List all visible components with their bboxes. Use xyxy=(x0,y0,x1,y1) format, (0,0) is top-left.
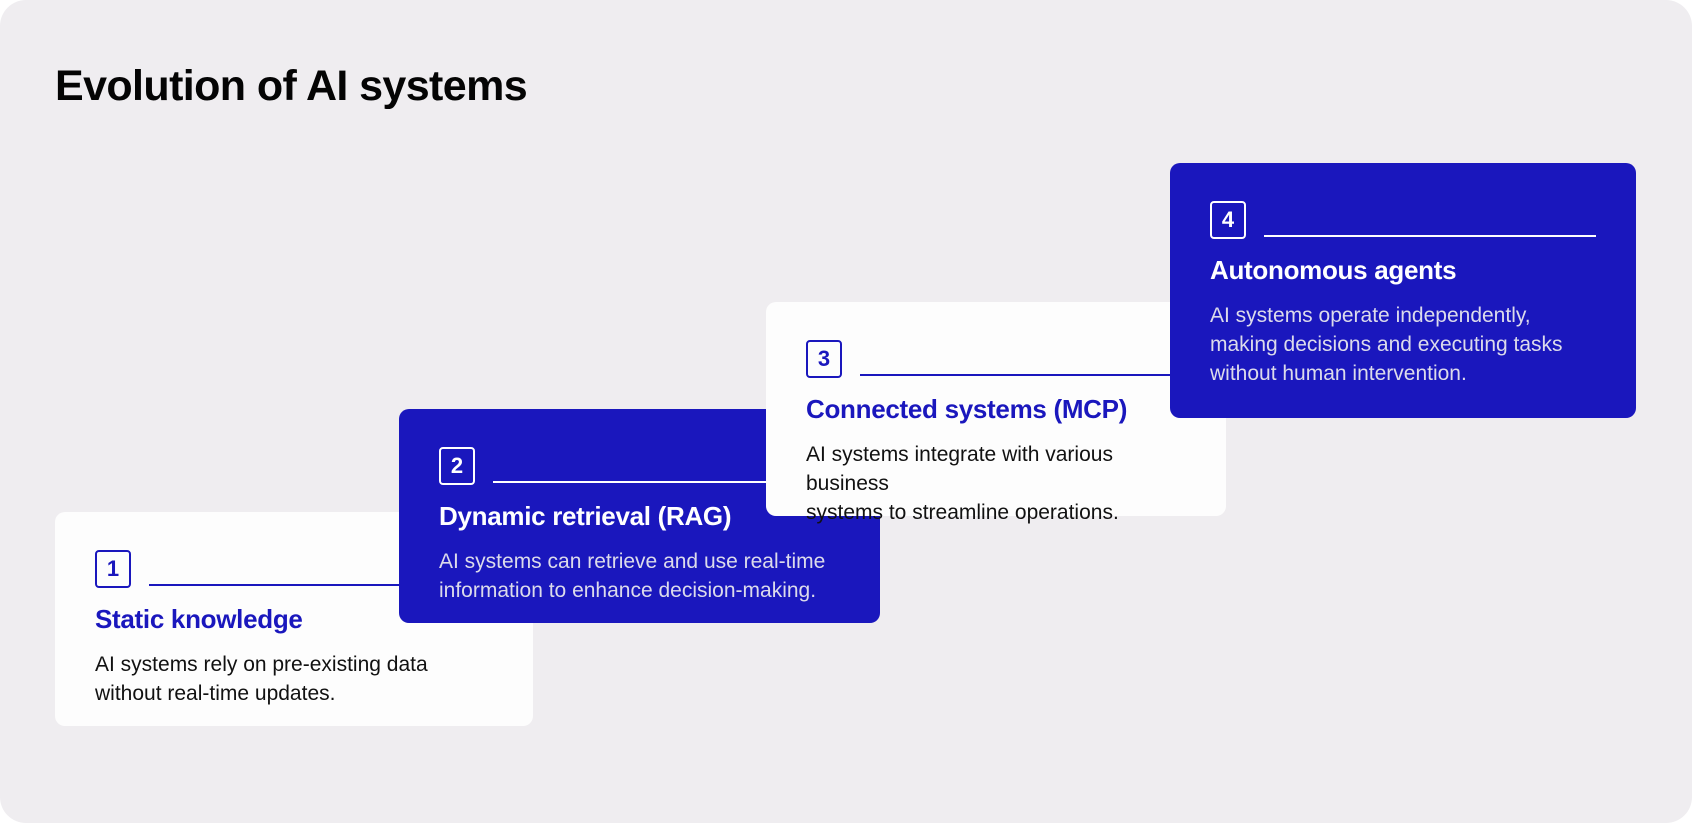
divider-rule xyxy=(149,584,493,586)
divider-rule xyxy=(493,481,840,483)
divider-rule xyxy=(1264,235,1596,237)
stage-number-badge: 1 xyxy=(95,550,131,588)
page-title: Evolution of AI systems xyxy=(55,62,528,110)
stage-card-3[interactable]: 3 Connected systems (MCP) AI systems int… xyxy=(766,302,1226,524)
card-header: 3 xyxy=(806,340,1186,378)
card-header: 2 xyxy=(439,447,840,485)
stage-number-badge: 2 xyxy=(439,447,475,485)
stage-description: AI systems integrate with various busine… xyxy=(806,443,1119,524)
card-header: 4 xyxy=(1210,201,1596,239)
stage-title: Dynamic retrieval (RAG) xyxy=(439,501,732,531)
stage-card-4[interactable]: 4 Autonomous agents AI systems operate i… xyxy=(1170,163,1636,418)
stage-title: Static knowledge xyxy=(95,604,303,634)
card-header: 1 xyxy=(95,550,493,588)
stage-title: Autonomous agents xyxy=(1210,255,1457,285)
divider-rule xyxy=(860,374,1186,376)
stage-description: AI systems can retrieve and use real-tim… xyxy=(439,550,826,602)
stage-description: AI systems rely on pre-existing data wit… xyxy=(95,653,428,705)
stage-description: AI systems operate independently, making… xyxy=(1210,304,1563,385)
stage-number-badge: 4 xyxy=(1210,201,1246,239)
stage-title: Connected systems (MCP) xyxy=(806,394,1128,424)
stage-number-badge: 3 xyxy=(806,340,842,378)
